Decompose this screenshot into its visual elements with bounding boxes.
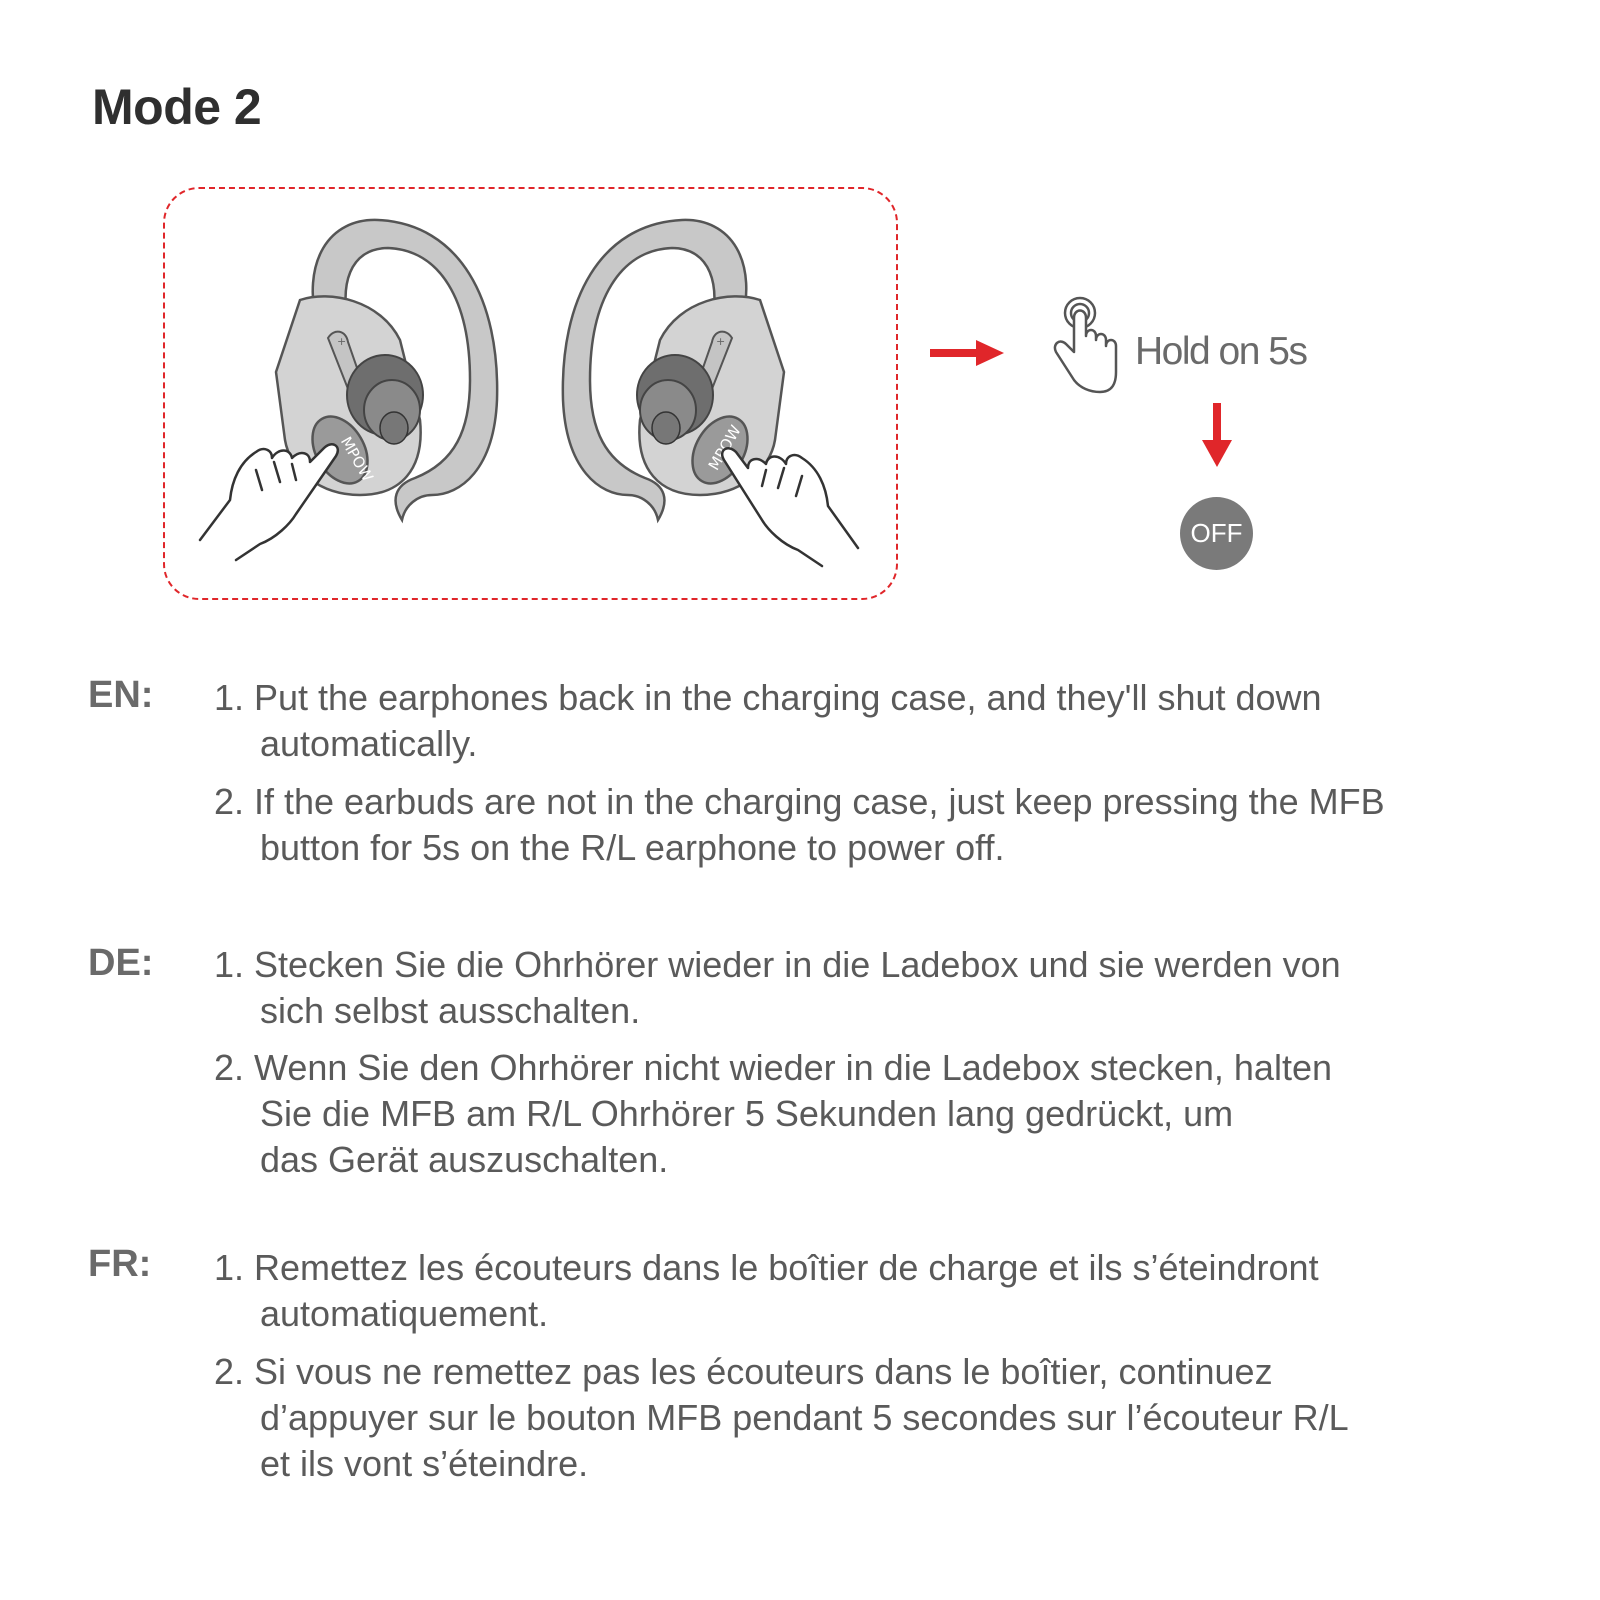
tap-hand-icon [1053, 296, 1118, 394]
item-text: automatically. [260, 723, 478, 764]
item-text: et ils vont s’éteindre. [260, 1443, 589, 1484]
arrow-down-icon [1202, 403, 1232, 467]
earphone-illustration: + MPOW + MPOW [198, 218, 1232, 568]
list-item: 1.Stecken Sie die Ohrhörer wieder in die… [214, 942, 1514, 1034]
item-number: 2. [214, 1351, 245, 1392]
item-number: 1. [214, 1247, 245, 1288]
item-text: automatiquement. [260, 1293, 549, 1334]
list-item: 2.Si vous ne remettez pas les écouteurs … [214, 1349, 1514, 1487]
item-text: Put the earphones back in the charging c… [254, 677, 1322, 718]
item-text: das Gerät auszuschalten. [260, 1139, 669, 1180]
item-text: Stecken Sie die Ohrhörer wieder in die L… [254, 944, 1341, 985]
hold-label: Hold on 5s [1135, 330, 1308, 373]
item-text: button for 5s on the R/L earphone to pow… [260, 827, 1005, 868]
lang-label-de: DE: [88, 942, 154, 984]
list-item: 1.Remettez les écouteurs dans le boîtier… [214, 1245, 1514, 1337]
list-item: 2.Wenn Sie den Ohrhörer nicht wieder in … [214, 1045, 1514, 1183]
hand-right-icon [720, 447, 860, 568]
arrow-right-icon [930, 340, 1004, 366]
item-number: 2. [214, 1047, 245, 1088]
item-text: d’appuyer sur le bouton MFB pendant 5 se… [260, 1397, 1349, 1438]
earphone-left-icon: + MPOW [274, 218, 499, 524]
svg-text:+: + [337, 335, 346, 348]
svg-text:+: + [716, 335, 725, 348]
item-text: Sie die MFB am R/L Ohrhörer 5 Sekunden l… [260, 1093, 1234, 1134]
item-text: Remettez les écouteurs dans le boîtier d… [254, 1247, 1319, 1288]
item-text: Wenn Sie den Ohrhörer nicht wieder in di… [254, 1047, 1332, 1088]
list-item: 1.Put the earphones back in the charging… [214, 675, 1514, 767]
item-text: sich selbst ausschalten. [260, 990, 641, 1031]
item-text: If the earbuds are not in the charging c… [254, 781, 1385, 822]
item-text: Si vous ne remettez pas les écouteurs da… [254, 1351, 1273, 1392]
page-title: Mode 2 [92, 79, 262, 135]
off-badge: OFF [1180, 497, 1253, 570]
item-number: 1. [214, 944, 245, 985]
list-item: 2.If the earbuds are not in the charging… [214, 779, 1514, 871]
item-number: 2. [214, 781, 245, 822]
lang-label-fr: FR: [88, 1243, 152, 1285]
illustration-frame [163, 187, 898, 600]
hand-left-icon [198, 443, 340, 562]
lang-label-en: EN: [88, 674, 154, 716]
item-number: 1. [214, 677, 245, 718]
